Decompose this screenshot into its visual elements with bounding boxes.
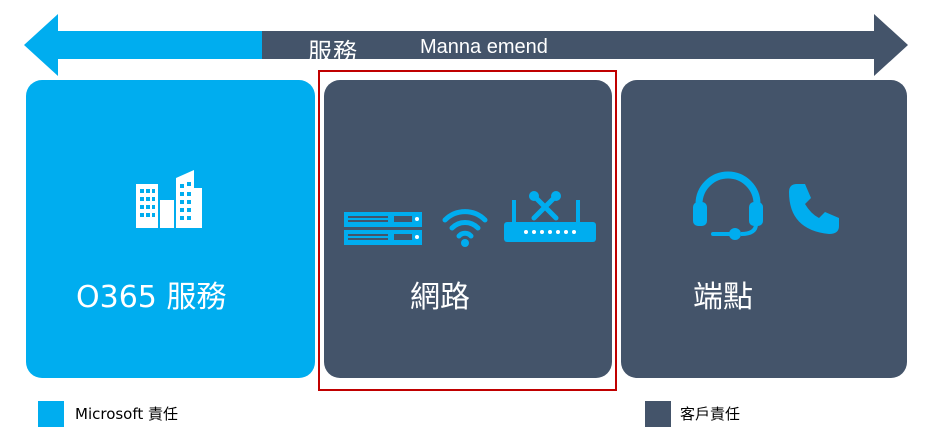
network-card-title: 網路 bbox=[410, 280, 470, 315]
server-icon bbox=[344, 212, 422, 250]
phone-icon bbox=[785, 180, 841, 240]
endpoint-card-title: 端點 bbox=[693, 280, 753, 315]
buildings-icon bbox=[134, 170, 204, 232]
legend-swatch-customer bbox=[645, 401, 671, 427]
legend-label-customer: 客戶責任 bbox=[680, 405, 741, 423]
o365-card-title: O365 服務 bbox=[76, 280, 227, 315]
network-card: 網路 bbox=[324, 80, 612, 378]
legend-label-microsoft: Microsoft 責任 bbox=[75, 405, 179, 423]
headset-icon bbox=[691, 164, 765, 246]
legend-swatch-microsoft bbox=[38, 401, 64, 427]
o365-services-card: O365 服務 bbox=[26, 80, 315, 378]
responsibility-arrow bbox=[24, 14, 908, 76]
network-highlight-frame bbox=[318, 70, 617, 391]
router-tools-icon bbox=[504, 190, 596, 252]
endpoint-card: 端點 bbox=[621, 80, 907, 378]
banner-label-cn: 服務 bbox=[308, 38, 358, 66]
wifi-icon bbox=[442, 204, 488, 252]
banner-label-en: Manna emend bbox=[420, 36, 548, 58]
double-arrow-shape bbox=[24, 14, 908, 76]
